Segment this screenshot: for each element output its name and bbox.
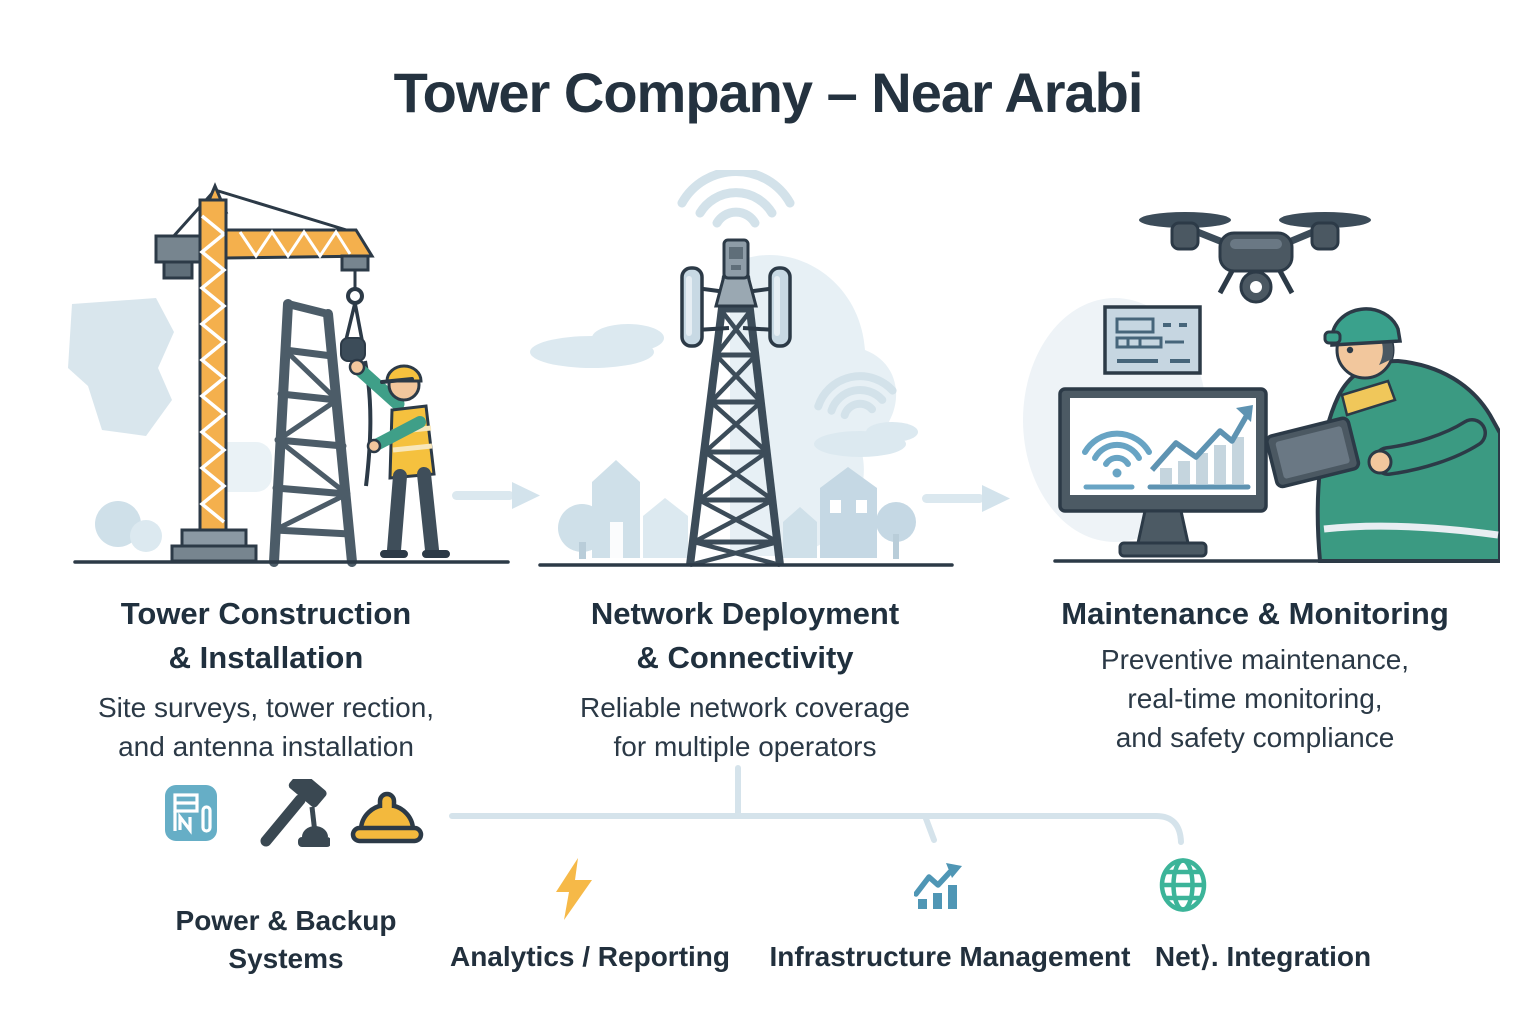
section-description: Preventive maintenance, real-time monito… [1100, 644, 1410, 753]
monitor [1058, 387, 1268, 558]
globe-icon [1159, 858, 1207, 912]
construction-scene-illustration [68, 182, 510, 567]
section-description: Reliable network coverage for multiple o… [580, 692, 910, 762]
wifi-signal-icon [677, 170, 795, 228]
right-arrow-icon [922, 485, 1010, 512]
hard-hat-icon [350, 791, 424, 844]
service-label-power-backup: Power & Backup Systems [175, 905, 397, 974]
drone-icon [1139, 212, 1371, 304]
connector-lines [449, 765, 1184, 845]
data-card [1103, 305, 1202, 375]
monitoring-scene-illustration [1023, 212, 1500, 563]
section-heading: Network Deployment & Connectivity [590, 596, 900, 675]
lattice-tower-section [269, 299, 357, 567]
tablet [1265, 416, 1361, 489]
page-title: Tower Company – Near Arabi [393, 61, 1144, 124]
section-description: Site surveys, tower rection, and antenna… [97, 692, 435, 762]
section-heading: Maintenance & Monitoring [1061, 596, 1449, 631]
map-silhouette [68, 298, 272, 552]
section-maintenance-monitoring: Maintenance & Monitoring Preventive main… [1015, 592, 1495, 757]
service-label-infrastructure: Infrastructure Management [769, 941, 1131, 972]
antenna-panels [680, 266, 792, 348]
telecom-tower-scene-illustration [530, 170, 954, 568]
service-label-analytics: Analytics / Reporting [449, 941, 731, 972]
technician-with-tablet [1265, 307, 1500, 563]
construction-worker [348, 358, 450, 558]
section-network-deployment: Network Deployment & Connectivity Reliab… [515, 592, 975, 766]
tower-crane-illustration [154, 182, 375, 563]
wifi-signal-icon-right [814, 372, 897, 420]
section-tower-construction: Tower Construction & Installation Site s… [25, 592, 507, 766]
right-arrow-icon [452, 482, 540, 509]
power-meter-icon [165, 785, 217, 841]
lightning-icon [556, 858, 592, 920]
screen-growth-chart [1147, 405, 1253, 490]
screen-wifi-icon [1082, 430, 1152, 467]
service-label-net-integration: Net⟩. Integration [1154, 941, 1372, 972]
hammer-icon [260, 779, 330, 847]
telecom-tower [680, 238, 792, 568]
growth-chart-icon [914, 863, 962, 909]
section-heading: Tower Construction & Installation [120, 596, 412, 675]
